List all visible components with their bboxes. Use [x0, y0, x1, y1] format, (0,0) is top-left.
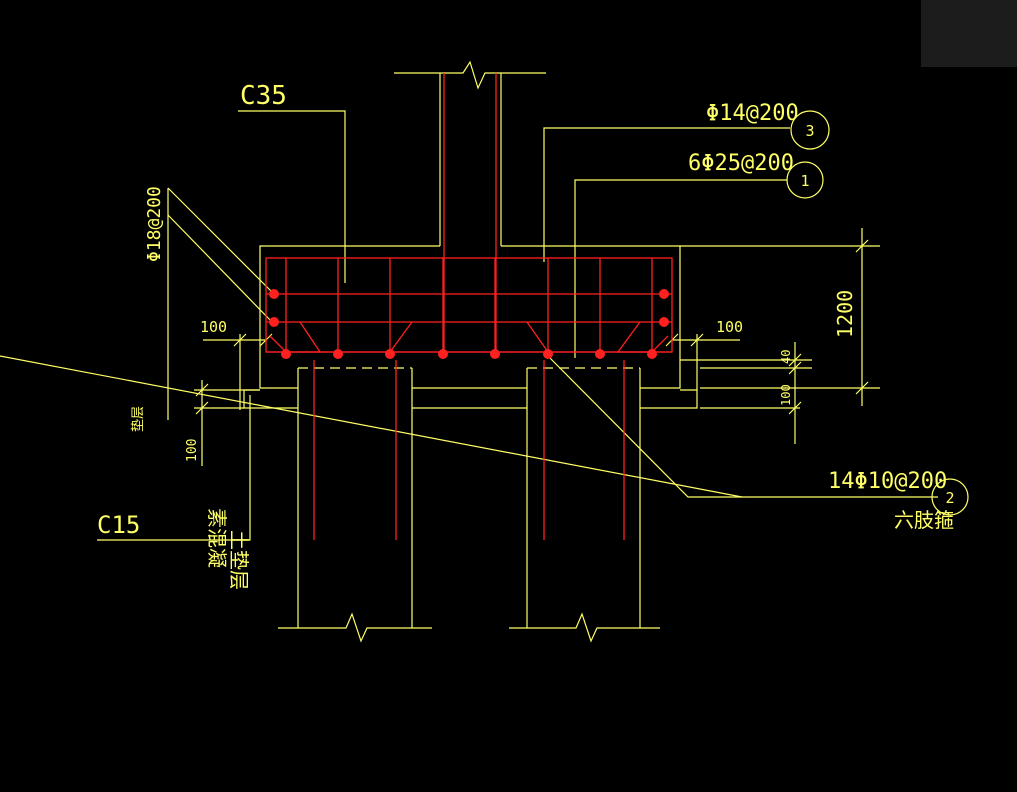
rebar-dots — [269, 289, 669, 359]
dim-tick-11 — [195, 401, 209, 415]
dim-tick-9 — [690, 333, 704, 347]
label-rebar-top: Φ14@200 — [706, 101, 799, 126]
label-stirrups: 14Φ10@200 — [828, 469, 947, 494]
rebar-cage — [265, 73, 673, 540]
callout-circle-2 — [931, 478, 969, 516]
dim-tick-2 — [855, 381, 869, 395]
dim-tick-10 — [195, 383, 209, 397]
pile-right-break — [509, 612, 660, 643]
pile-cap-outline — [259, 245, 440, 389]
leader-side-bars-a — [167, 187, 273, 293]
dim-label-bottom-gap: 40 — [779, 350, 793, 364]
label-c35: C35 — [240, 81, 287, 111]
label-side-bars: Φ18@200 — [144, 186, 165, 262]
callout-circle-3 — [790, 110, 830, 150]
label-bed-line2: 土垫层 — [227, 530, 251, 590]
callout-circle-1 — [786, 161, 824, 199]
label-bed-line1: 素混凝 — [205, 508, 229, 568]
dim-tick-3 — [788, 353, 802, 367]
column-break-line — [394, 60, 546, 90]
label-c15: C15 — [97, 511, 140, 539]
leader-stirrups-b — [0, 355, 743, 498]
dim-tick-6 — [233, 333, 247, 347]
bedding-layer-right — [640, 389, 698, 409]
leader-rebar-top — [543, 127, 790, 262]
label-stirrup-type: 六肢箍 — [894, 508, 954, 532]
dim-label-cover-left: 100 — [200, 318, 227, 336]
bedding-layer — [243, 389, 298, 409]
leader-stirrups — [547, 355, 938, 498]
callout-3-label: 3 — [805, 122, 814, 140]
dim-tick-1 — [855, 239, 869, 253]
pile-left-break — [278, 612, 432, 643]
callout-1-label: 1 — [800, 172, 809, 190]
label-side-note: 垫层 — [130, 406, 146, 432]
dim-label-cover-right: 100 — [716, 318, 743, 336]
corner-panel — [921, 0, 1017, 67]
dim-tick-4 — [788, 361, 802, 375]
label-rebar-bottom: 6Φ25@200 — [688, 151, 794, 176]
leader-c35 — [238, 110, 346, 283]
dim-tick-5 — [788, 401, 802, 415]
dim-label-height: 1200 — [833, 290, 857, 338]
leader-c15 — [97, 395, 251, 541]
leader-side-bars-b — [167, 214, 273, 323]
dim-label-bed-right: 100 — [779, 384, 793, 406]
dim-label-bed-left: 100 — [185, 439, 200, 462]
leader-rebar-bottom — [574, 179, 787, 358]
callout-2-label: 2 — [945, 489, 954, 507]
pile-cap-outline-right — [501, 245, 681, 389]
